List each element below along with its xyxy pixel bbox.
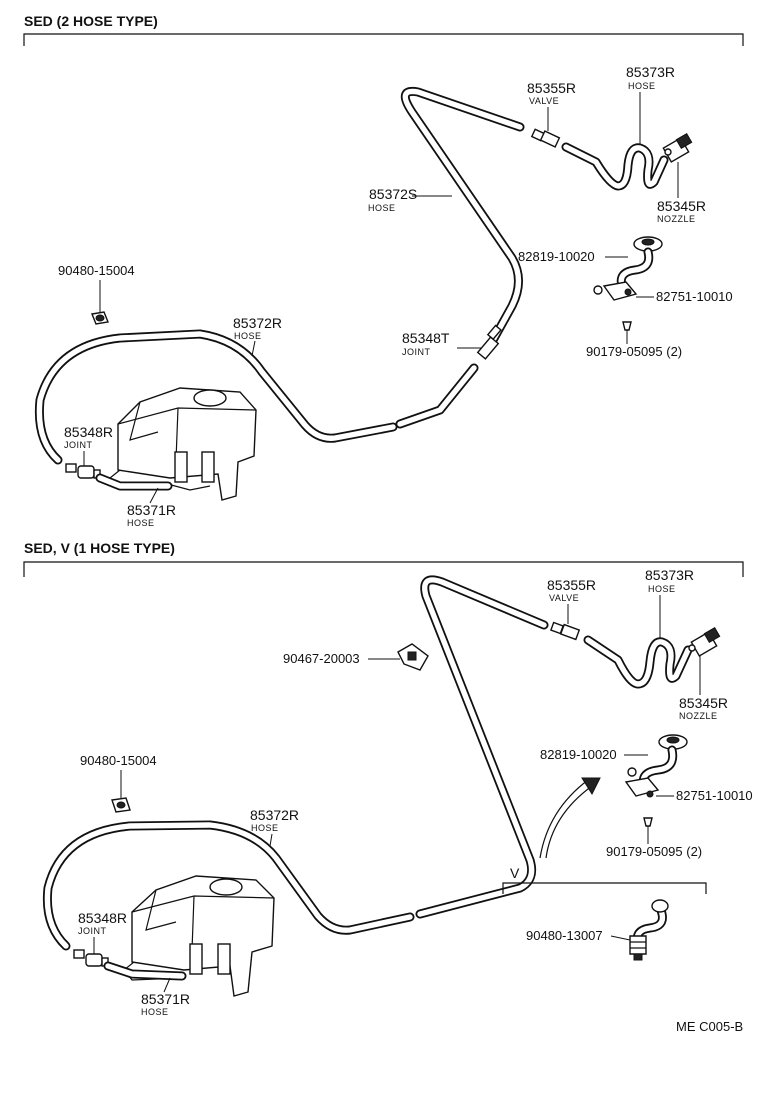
label-variant-part-no: 90480-13007 <box>526 928 603 943</box>
variant-fitting-90480-13007 <box>629 899 669 961</box>
section-sed-2-hose: SED (2 HOSE TYPE) <box>23 13 744 528</box>
nozzle-85345r <box>688 626 721 657</box>
label-hose-top-no: 85373R <box>626 64 675 80</box>
label-hose-top-no: 85373R <box>645 567 694 583</box>
section-title: SED (2 HOSE TYPE) <box>24 13 158 29</box>
label-hose-mid-desc: HOSE <box>251 823 279 833</box>
label-nozzle-desc: NOZZLE <box>679 711 718 721</box>
label-hose-mid-no: 85372R <box>233 315 282 331</box>
section-sed-v-1-hose: SED, V (1 HOSE TYPE) <box>23 540 753 1017</box>
label-screw-no: 90179-05095 (2) <box>586 344 682 359</box>
hose-85371r <box>95 473 173 491</box>
washer-jet-assembly <box>624 734 688 827</box>
washer-tank <box>123 875 275 997</box>
label-joint-upper-no: 85348T <box>402 330 450 346</box>
label-joint-lower-no: 85348R <box>78 910 127 926</box>
labels-section-1: 85355R VALVE 85373R HOSE 85372S HOSE 853… <box>58 64 733 528</box>
hose-85371r <box>103 961 187 981</box>
label-joint-lower-no: 85348R <box>64 424 113 440</box>
joint-85348t <box>476 324 502 360</box>
label-variant: V <box>510 865 520 881</box>
section-title: SED, V (1 HOSE TYPE) <box>24 540 175 556</box>
footer-code: ME C005-B <box>676 1019 743 1034</box>
label-joint-upper-desc: JOINT <box>402 347 431 357</box>
valve-85355r <box>550 621 581 641</box>
valve-85355r <box>530 128 561 148</box>
label-joint-lower-desc: JOINT <box>64 440 93 450</box>
label-grommet-no: 90480-15004 <box>58 263 135 278</box>
label-joint-lower-desc: JOINT <box>78 926 107 936</box>
label-hose-tank-desc: HOSE <box>141 1007 169 1017</box>
hose-85372r <box>34 329 479 465</box>
label-jet-no: 82819-10020 <box>518 249 595 264</box>
hose-85373r <box>561 142 669 191</box>
label-valve-desc: VALVE <box>549 593 579 603</box>
grommet-90480-15004 <box>91 311 109 325</box>
grommet-90480-15004 <box>111 797 131 813</box>
label-hose-tank-no: 85371R <box>127 502 176 518</box>
label-jet-no: 82819-10020 <box>540 747 617 762</box>
variant-v-bracket: V <box>502 865 707 894</box>
joint-85348r <box>73 949 109 967</box>
label-clip-no: 90467-20003 <box>283 651 360 666</box>
label-hose-mid-no: 85372R <box>250 807 299 823</box>
label-hose-long-no: 85372S <box>369 186 417 202</box>
hose-85373r <box>583 635 693 689</box>
label-valve-no: 85355R <box>547 577 596 593</box>
labels-section-2: 85355R VALVE 85373R HOSE 90467-20003 853… <box>78 567 753 1017</box>
direction-arrow <box>539 777 601 859</box>
label-screw-no: 90179-05095 (2) <box>606 844 702 859</box>
label-nozzle-desc: NOZZLE <box>657 214 696 224</box>
label-hose-tank-no: 85371R <box>141 991 190 1007</box>
hose-85372s <box>400 86 525 347</box>
label-hose-tank-desc: HOSE <box>127 518 155 528</box>
label-clamp-no: 82751-10010 <box>676 788 753 803</box>
hose-85372r-long <box>42 575 549 951</box>
joint-85348r <box>65 463 101 479</box>
label-hose-mid-desc: HOSE <box>234 331 262 341</box>
washer-jet-assembly <box>593 236 663 331</box>
nozzle-85345r <box>662 132 693 163</box>
section-bracket <box>23 33 744 46</box>
clip-90467-20003 <box>397 643 429 671</box>
label-hose-top-desc: HOSE <box>648 584 676 594</box>
label-nozzle-no: 85345R <box>679 695 728 711</box>
label-clamp-no: 82751-10010 <box>656 289 733 304</box>
section-bracket <box>23 561 744 577</box>
label-grommet-no: 90480-15004 <box>80 753 157 768</box>
label-valve-no: 85355R <box>527 80 576 96</box>
label-hose-top-desc: HOSE <box>628 81 656 91</box>
label-hose-long-desc: HOSE <box>368 203 396 213</box>
label-nozzle-no: 85345R <box>657 198 706 214</box>
label-valve-desc: VALVE <box>529 96 559 106</box>
